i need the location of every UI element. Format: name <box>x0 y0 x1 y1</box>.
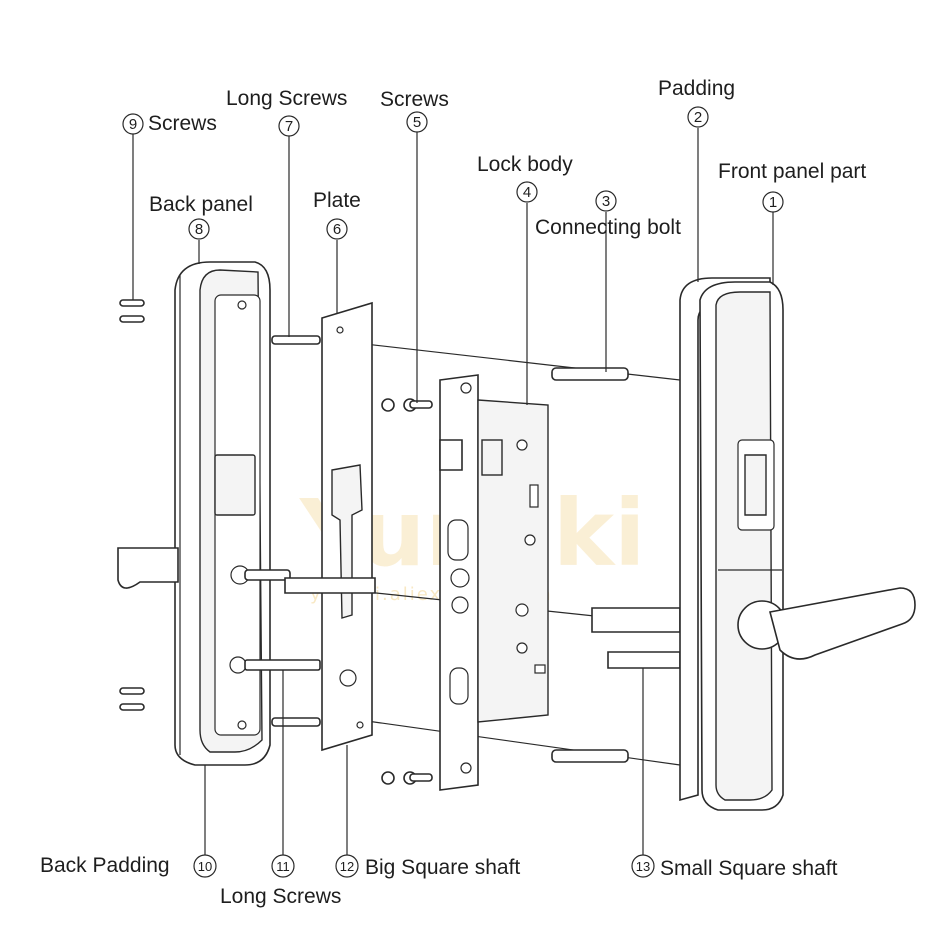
callout-number-1: 1 <box>769 194 777 211</box>
back-panel <box>117 261 271 766</box>
label-small-square-shaft: Small Square shaft <box>660 857 838 880</box>
plate <box>321 301 373 752</box>
callout-circle-1 <box>762 191 784 213</box>
callout-circle-11 <box>271 854 295 878</box>
label-padding: Padding <box>658 77 735 100</box>
label-plate: Plate <box>313 189 361 212</box>
label-long-screws-7: Long Screws <box>226 87 347 110</box>
label-screws-9: Screws <box>148 112 217 135</box>
label-screws-5: Screws <box>380 88 449 111</box>
label-long-screws-11: Long Screws <box>220 885 341 908</box>
small-square-shaft <box>591 607 681 669</box>
label-lock-body: Lock body <box>477 153 573 176</box>
callout-circle-8 <box>188 218 210 240</box>
callout-number-7: 7 <box>285 118 293 135</box>
callout-circle-12 <box>335 854 359 878</box>
callout-number-11: 11 <box>276 859 290 874</box>
front-panel-part <box>699 281 916 811</box>
callout-number-5: 5 <box>413 114 421 131</box>
label-front-panel-part: Front panel part <box>718 160 866 183</box>
callout-number-6: 6 <box>333 221 341 238</box>
callout-circle-4 <box>516 181 538 203</box>
callout-number-4: 4 <box>523 184 531 201</box>
callout-circle-7 <box>278 115 300 137</box>
label-back-panel: Back panel <box>149 193 253 216</box>
callout-numbers: 1 2 3 4 5 6 7 8 9 10 11 12 13 <box>129 109 777 874</box>
callout-number-9: 9 <box>129 116 137 133</box>
callout-number-13: 13 <box>636 859 650 874</box>
back-screws <box>119 299 145 711</box>
long-screws <box>244 335 321 727</box>
callout-circle-9 <box>122 113 144 135</box>
lock-body-screws <box>381 398 433 785</box>
callout-circle-5 <box>406 111 428 133</box>
callout-number-12: 12 <box>340 859 354 874</box>
part-labels: Front panel part Padding Connecting bolt… <box>40 77 866 908</box>
lock-body <box>439 374 549 791</box>
callout-circle-6 <box>326 218 348 240</box>
callout-circle-2 <box>687 106 709 128</box>
label-back-padding: Back Padding <box>40 854 170 877</box>
label-big-square-shaft: Big Square shaft <box>365 856 520 879</box>
callout-number-3: 3 <box>602 193 610 210</box>
connecting-bolts <box>551 367 629 763</box>
label-connecting-bolt: Connecting bolt <box>535 216 681 239</box>
callout-circle-3 <box>595 190 617 212</box>
callout-number-10: 10 <box>198 859 212 874</box>
callout-circle-13 <box>631 854 655 878</box>
big-square-shaft <box>284 577 376 594</box>
callout-number-8: 8 <box>195 221 203 238</box>
callout-circle-10 <box>193 854 217 878</box>
leader-lines <box>132 128 774 855</box>
callout-number-2: 2 <box>694 109 702 126</box>
callout-markers <box>122 106 784 878</box>
